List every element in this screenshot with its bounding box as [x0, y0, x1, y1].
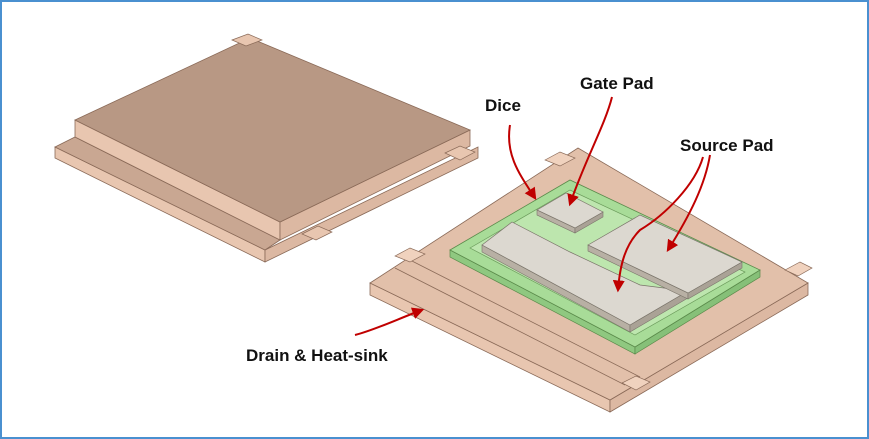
source-pad-right: [587, 214, 743, 294]
dice-label: Dice: [485, 96, 521, 115]
bottom-notch-front: [301, 225, 333, 241]
dice-arrow: [508, 124, 537, 201]
top-notch-back: [544, 151, 576, 167]
source-pad-label: Source Pad: [680, 136, 774, 155]
bottom-notch-right: [444, 145, 476, 161]
drain-heatsink-label: Drain & Heat-sink: [246, 346, 388, 365]
top-notch-front: [621, 375, 651, 391]
leader-arrows: [354, 96, 711, 336]
bottom-notch-back: [231, 33, 263, 47]
top-notch-left: [394, 247, 426, 263]
source-pad-large: [481, 221, 690, 326]
leadframe-ridge-line: [394, 267, 626, 386]
drain-arrow: [354, 307, 425, 336]
gate-pad-arrow: [567, 96, 613, 207]
package-bottom-view: [54, 33, 479, 263]
top-notch-right: [784, 261, 813, 277]
bottom-slab-top: [74, 37, 471, 223]
gate-pad-label: Gate Pad: [580, 74, 654, 93]
leadframe-ridge-line-2: [409, 259, 641, 378]
source-pad-arrow-1: [666, 154, 711, 253]
gate-pad: [536, 192, 604, 229]
source-pad-arrow-2: [612, 156, 704, 293]
package-top-view: [369, 147, 813, 413]
